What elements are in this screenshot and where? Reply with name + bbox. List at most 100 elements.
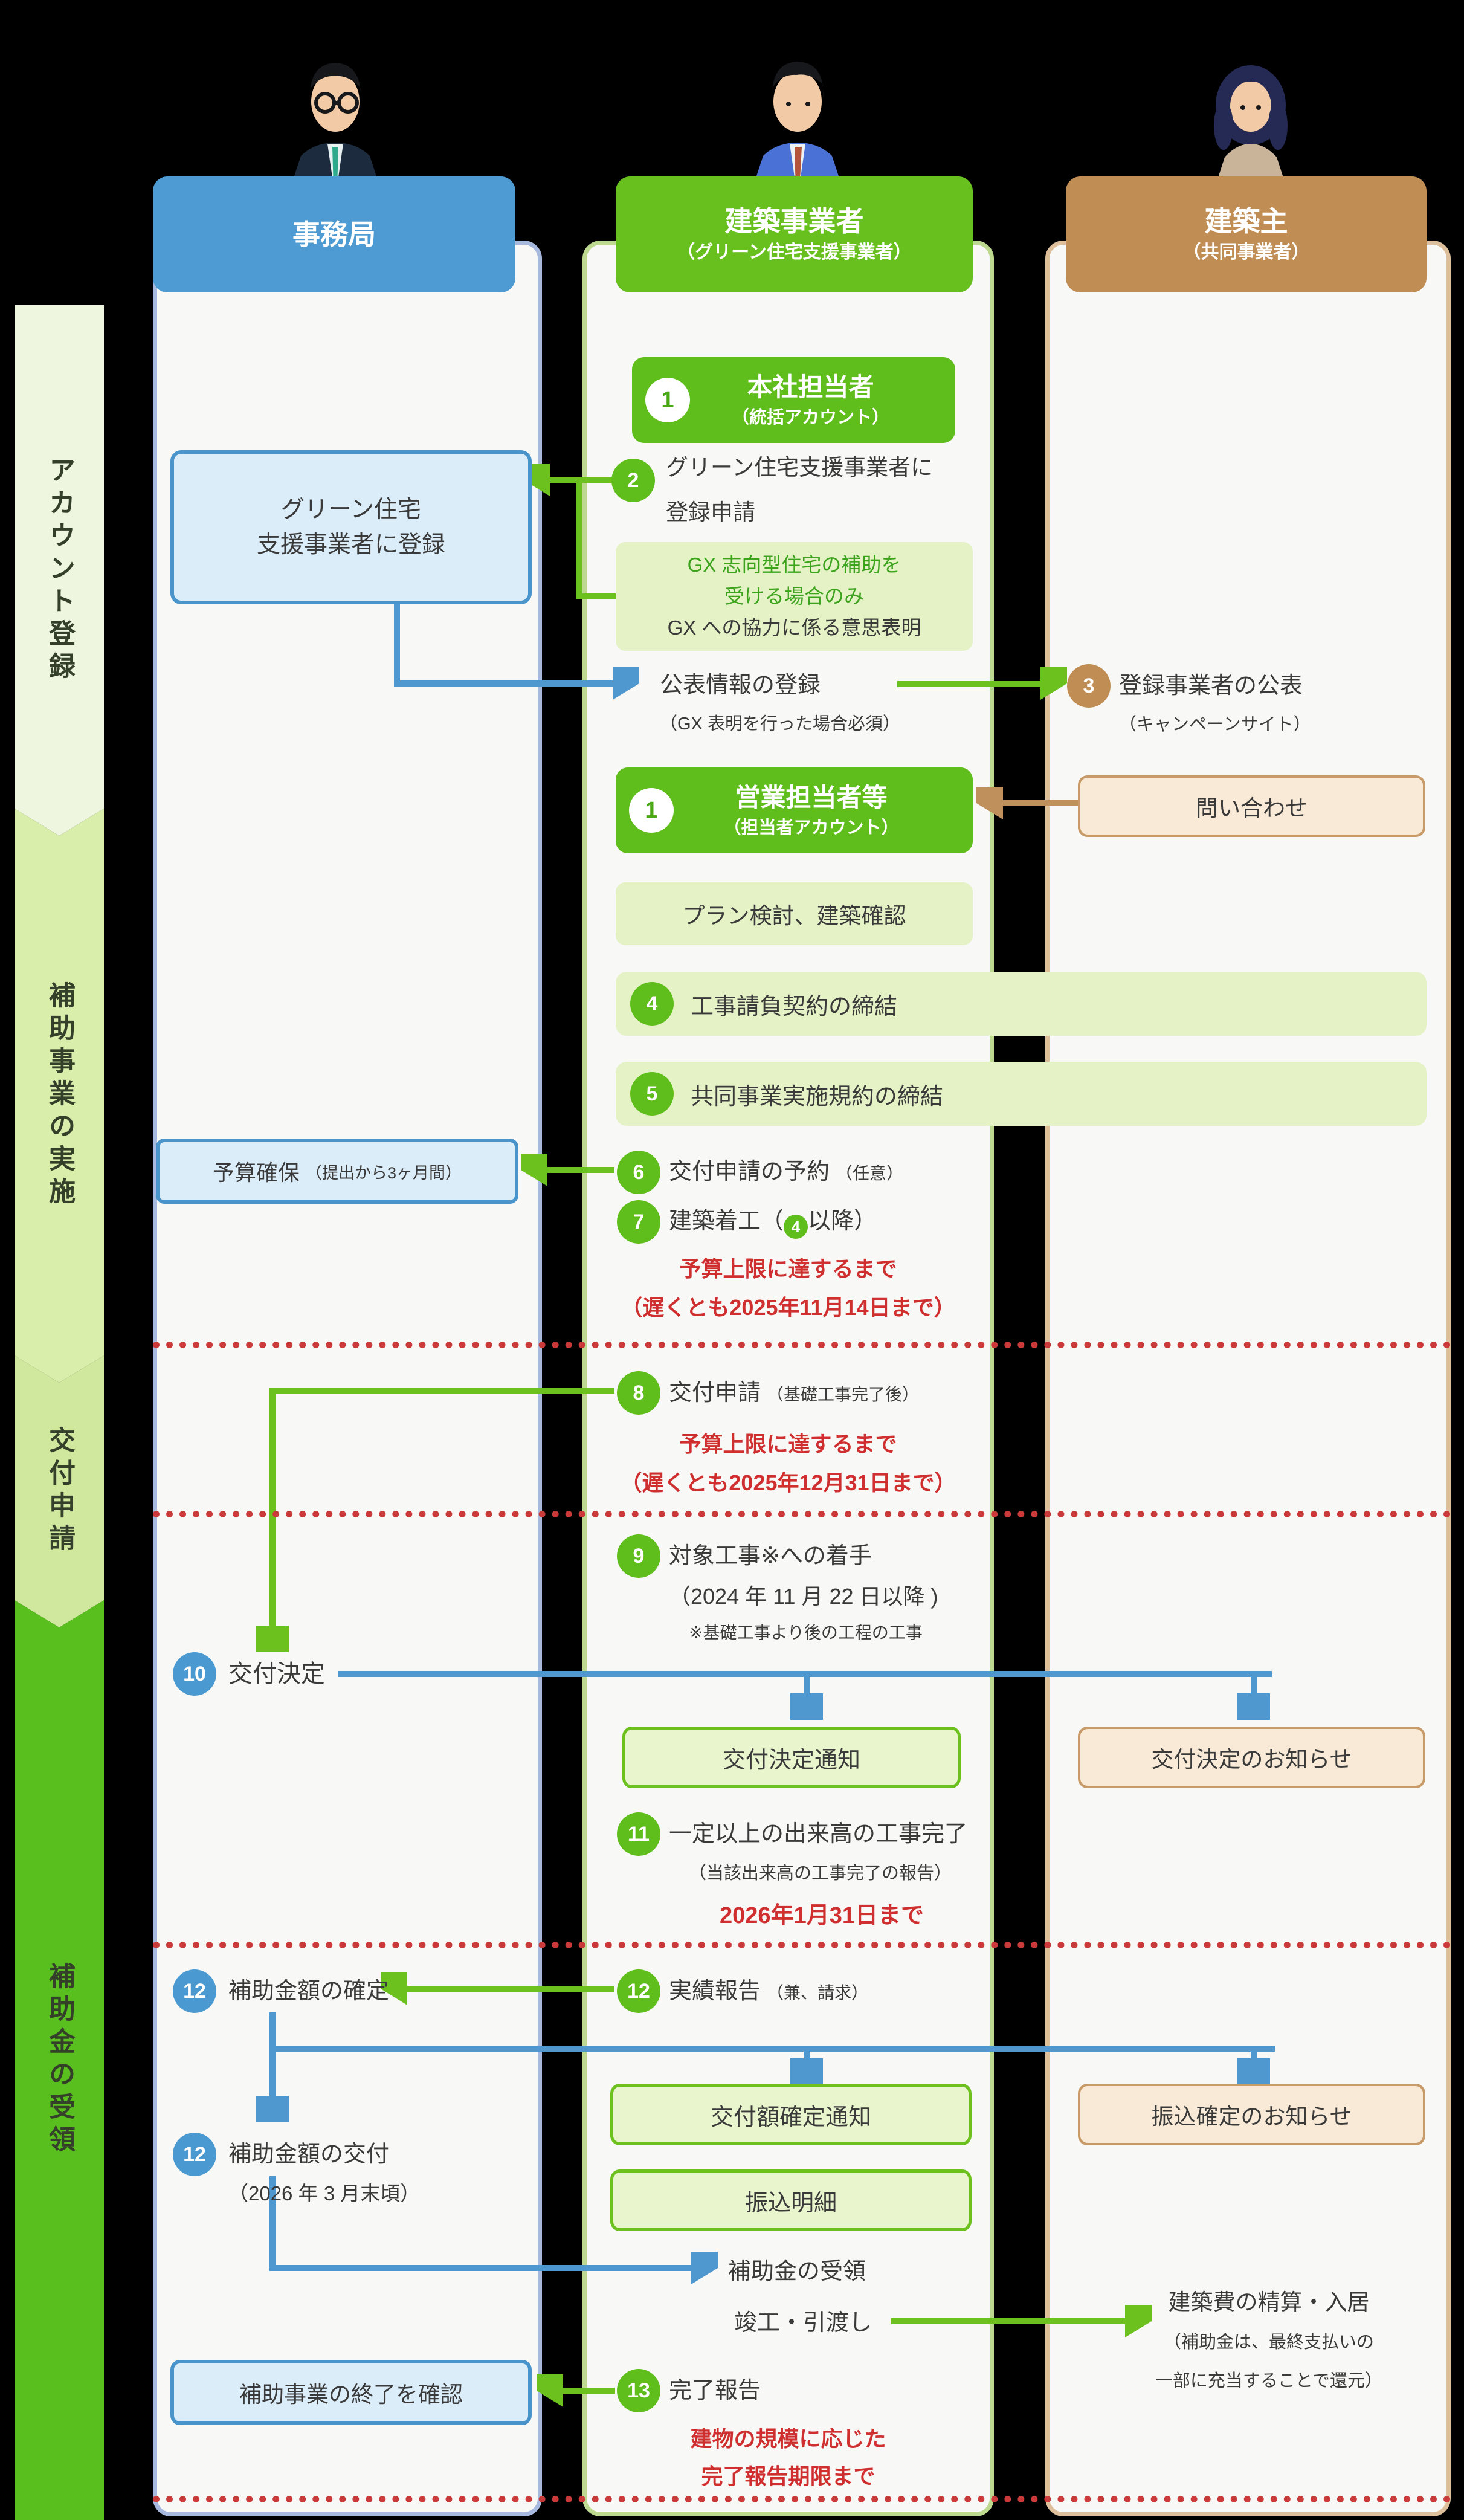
- connector-inquiry-to-sales: [1002, 800, 1080, 806]
- publish-info-note: （GX 表明を行った場合必須）: [660, 714, 900, 734]
- connector-step8-down: [269, 1388, 276, 1627]
- step-12-payment-subtitle: （2026 年 3 月末頃）: [228, 2182, 421, 2205]
- drop-owner-grant-notice: [1251, 1677, 1257, 1694]
- connector-12a-down: [269, 2012, 276, 2097]
- step-6-badge: 6: [617, 1151, 660, 1194]
- owner-grant-notice-label: 交付決定のお知らせ: [1151, 1747, 1352, 1772]
- amount-notice-label: 交付額確定通知: [710, 2104, 871, 2130]
- connector-12a-right: [269, 2046, 1275, 2052]
- step-2-line2: 登録申請: [666, 500, 755, 525]
- sales-account-box: 1 営業担当者等 （担当者アカウント）: [616, 767, 973, 853]
- step-11-title: 一定以上の出来高の工事完了: [669, 1821, 968, 1847]
- owner-transfer-notice-box: 振込確定のお知らせ: [1078, 2084, 1425, 2145]
- step-8-note: （基礎工事完了後）: [767, 1385, 920, 1404]
- builder-subtitle: （グリーン住宅支援事業者）: [677, 242, 912, 263]
- step-9-badge: 9: [617, 1534, 660, 1578]
- settlement-sub1: （補助金は、最終支払いの: [1163, 2333, 1374, 2352]
- step-1-badge: 1: [629, 788, 674, 833]
- budget-label: 予算確保: [212, 1160, 300, 1185]
- head-office-title: 本社担当者: [747, 372, 874, 401]
- drop-grant-notice: [804, 1677, 810, 1694]
- step-4-title: 工事請負契約の締結: [691, 993, 898, 1019]
- inquiry-box: 問い合わせ: [1078, 775, 1425, 837]
- step-5-title: 共同事業実施規約の締結: [691, 1084, 944, 1110]
- register-line1: グリーン住宅: [280, 496, 422, 523]
- connector-step8-left: [272, 1388, 614, 1394]
- step-5-badge: 5: [630, 1072, 674, 1116]
- deadline-4-line2: 完了報告期限まで: [701, 2464, 875, 2489]
- connector-register-down: [394, 604, 400, 687]
- plan-review-label: プラン検討、建築確認: [682, 903, 906, 928]
- budget-note: （提出から3ヶ月間）: [305, 1163, 462, 1182]
- head-office-subtitle: （統括アカウント）: [731, 408, 889, 428]
- step-4-badge: 4: [630, 982, 674, 1026]
- arrow-report-to-confirm: [406, 1986, 614, 1992]
- step-12-confirm-badge: 12: [173, 1969, 216, 2013]
- arrowhead-down: [790, 2058, 823, 2085]
- connector-step2-gx: [576, 479, 582, 597]
- step-6-row: 交付申請の予約（任意）: [669, 1158, 903, 1187]
- inquiry-label: 問い合わせ: [1196, 796, 1308, 821]
- transfer-detail-label: 振込明細: [744, 2190, 837, 2216]
- step-10-title: 交付決定: [228, 1661, 325, 1687]
- step-1-badge: 1: [645, 378, 690, 422]
- owner-panel: [1045, 241, 1451, 2516]
- phase-band-subsidy-implementation: 補助事業の実施: [15, 809, 104, 1383]
- confirm-end-box: 補助事業の終了を確認: [170, 2360, 532, 2425]
- step-7-inline-badge: 4: [784, 1215, 808, 1239]
- builder-title: 建築事業者: [724, 205, 864, 237]
- arrowhead-right: [691, 2252, 718, 2284]
- step-9-line2: （2024 年 11 月 22 日以降 ): [669, 1584, 938, 1609]
- publish-info-label: 公表情報の登録: [660, 673, 821, 698]
- arrowhead-left: [521, 1154, 547, 1186]
- arrowhead-down: [256, 1626, 289, 1652]
- phase-band-subsidy-receipt: 補助金の受領: [15, 1600, 104, 2520]
- deadline-dotted-line-3: [153, 1942, 1451, 1948]
- connector-step10-right: [338, 1671, 1272, 1677]
- grant-notice-box: 交付決定通知: [622, 1727, 961, 1788]
- drop-amount-notice: [804, 2050, 810, 2059]
- step-11-subtitle: （当該出来高の工事完了の報告）: [689, 1864, 952, 1883]
- secretariat-panel: [153, 241, 542, 2516]
- phase-band-account-registration: アカウント登録: [15, 305, 104, 836]
- arrowhead-left: [381, 1972, 407, 2005]
- owner-subtitle: （共同事業者）: [1182, 242, 1310, 263]
- step-4-band: 4 工事請負契約の締結: [616, 972, 1427, 1036]
- confirm-end-label: 補助事業の終了を確認: [239, 2382, 463, 2407]
- deadline-dotted-line-1: [153, 1342, 1451, 1348]
- plan-review-box: プラン検討、建築確認: [616, 882, 973, 945]
- step-12-report-title: 実績報告: [669, 1979, 761, 2004]
- deadline-1-line1: 予算上限に達するまで: [679, 1256, 897, 1281]
- step-13-badge: 13: [617, 2369, 660, 2412]
- step-12-confirm-title: 補助金額の確定: [228, 1979, 390, 2004]
- step-9-footnote: ※基礎工事より後の工程の工事: [689, 1623, 923, 1642]
- arrowhead-down: [790, 1693, 823, 1720]
- sales-subtitle: （担当者アカウント）: [723, 818, 899, 838]
- step-12-report-note: （兼、請求）: [767, 1983, 869, 2002]
- step-3-badge: 3: [1067, 664, 1111, 708]
- register-box: グリーン住宅 支援事業者に登録: [170, 450, 532, 604]
- gx-line2: 受ける場合のみ: [724, 585, 864, 607]
- grant-notice-label: 交付決定通知: [722, 1747, 860, 1773]
- deadline-2-line1: 予算上限に達するまで: [679, 1432, 897, 1456]
- phase-label: アカウント登録: [45, 456, 74, 685]
- gx-line3: GX への協力に係る意思表明: [667, 616, 921, 639]
- deadline-dotted-line-4: [153, 2496, 1451, 2502]
- arrowhead-right: [1125, 2305, 1152, 2337]
- arrow-handover-to-settlement: [891, 2318, 1127, 2324]
- arrowhead-down: [256, 2096, 289, 2122]
- step-7-badge: 7: [617, 1200, 660, 1244]
- step-8-title: 交付申請: [669, 1380, 761, 1406]
- owner-transfer-notice-label: 振込確定のお知らせ: [1151, 2104, 1352, 2129]
- handover-label: 竣工・引渡し: [734, 2310, 872, 2336]
- drop-owner-transfer-notice: [1251, 2050, 1257, 2059]
- gx-line1: GX 志向型住宅の補助を: [687, 554, 901, 576]
- step-9-title: 対象工事※への着手: [669, 1543, 872, 1569]
- step-13-title: 完了報告: [669, 2378, 761, 2403]
- arrowhead-right: [1040, 667, 1067, 700]
- arrow-step13-to-end: [562, 2388, 615, 2394]
- step-8-badge: 8: [617, 1371, 660, 1415]
- step-6-title: 交付申請の予約: [669, 1159, 830, 1184]
